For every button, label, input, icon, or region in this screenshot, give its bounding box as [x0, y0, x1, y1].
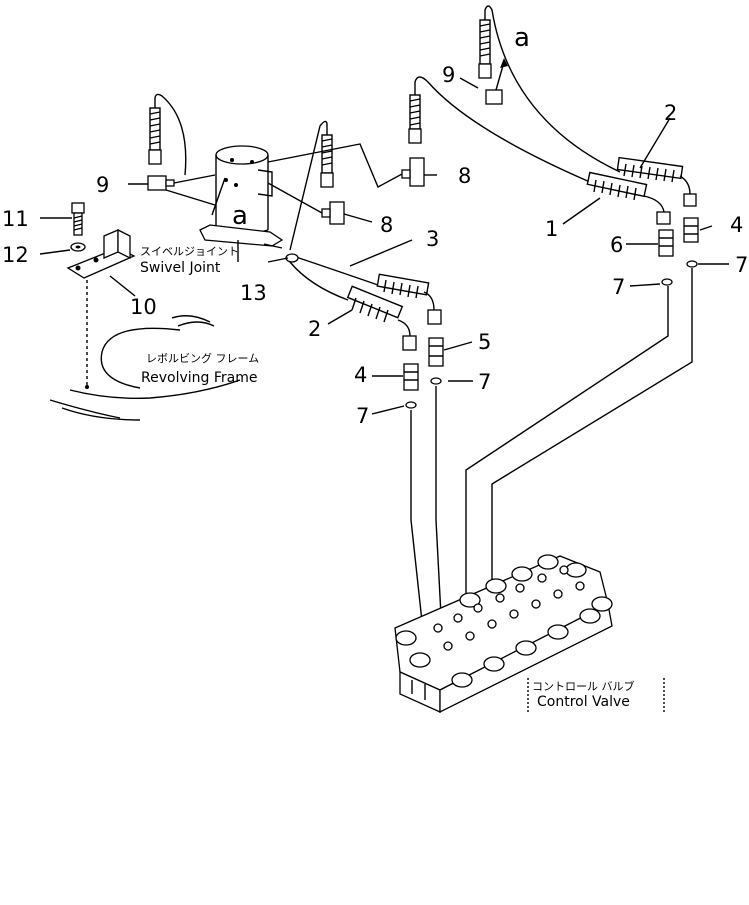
mount-hole: [85, 385, 89, 389]
callout-6: 6: [610, 233, 623, 257]
callout-12: 12: [2, 243, 29, 267]
fitting-6: [658, 229, 674, 257]
fitting-4-lower: [403, 363, 419, 391]
bracket: [66, 228, 136, 279]
revolving-frame-label-en: Revolving Frame: [141, 370, 257, 386]
bolt: [71, 202, 85, 236]
callout-8: 8: [458, 164, 471, 188]
pipe-left-b: [435, 386, 443, 636]
callout-7: 7: [735, 253, 748, 277]
control-valve-label-frame: [527, 678, 665, 712]
callout-a: a: [514, 23, 530, 53]
callout-7: 7: [612, 275, 625, 299]
hose-upper-center: [408, 76, 591, 183]
control-valve-label-jp: コントロール バルブ: [532, 679, 635, 693]
check-valve-lower: [267, 182, 345, 225]
check-valve-upper: [267, 143, 425, 188]
callout-7: 7: [478, 370, 491, 394]
callout-13: 13: [240, 281, 267, 305]
pipe-right-b: [491, 268, 693, 610]
hose-2-lower: [289, 261, 417, 351]
hose-top-right: [478, 5, 621, 173]
swivel-joint-label-jp: スイベルジョイント: [140, 245, 239, 258]
callout-4: 4: [730, 213, 743, 237]
hose-1: [586, 171, 671, 225]
swivel-joint-label-en: Swivel Joint: [140, 260, 221, 276]
callout-11: 11: [2, 207, 29, 231]
callout-10: 10: [130, 295, 157, 319]
callout-2: 2: [664, 101, 677, 125]
callout-a: a: [232, 201, 248, 231]
pipe-left-a: [410, 410, 425, 641]
pipe-right-a: [465, 286, 669, 600]
callout-9: 9: [96, 173, 109, 197]
revolving-frame-sketch: [49, 315, 241, 421]
callout-5: 5: [478, 330, 491, 354]
tee-fitting-left: [147, 174, 216, 206]
swivel-joint: [199, 145, 284, 247]
callout-2: 2: [308, 317, 321, 341]
washer: [70, 242, 86, 252]
callout-1: 1: [545, 217, 558, 241]
control-valve: [394, 554, 613, 714]
revolving-frame-label-jp: レボルビング フレーム: [146, 351, 259, 365]
fitting-4-right: [683, 217, 699, 243]
callout-3: 3: [426, 227, 439, 251]
callout-9: 9: [442, 63, 455, 87]
o-ring: [405, 401, 417, 409]
hose-upper-left: [148, 93, 187, 176]
o-ring: [430, 377, 442, 385]
hose-2-upper: [616, 156, 697, 207]
leader-lines: [39, 77, 729, 415]
callout-7: 7: [356, 404, 369, 428]
control-valve-label-en: Control Valve: [537, 694, 630, 710]
hose-center: [289, 120, 334, 251]
hose-3: [289, 254, 442, 325]
callout-4: 4: [354, 363, 367, 387]
callout-8: 8: [380, 213, 393, 237]
o-ring: [661, 278, 673, 286]
fitting-5: [428, 337, 444, 367]
o-ring: [686, 260, 698, 268]
